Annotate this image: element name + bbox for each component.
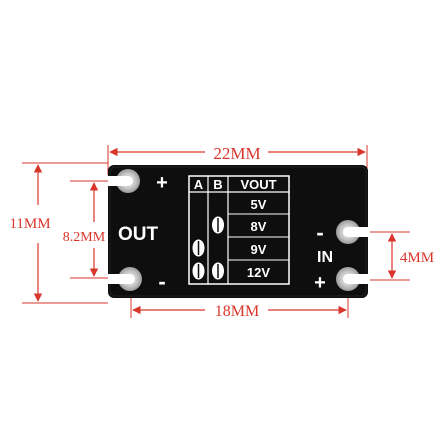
dimension-pad-spacing-left: 8.2MM [63,230,106,245]
out-label: OUT [118,224,159,245]
pad-in-plus [336,267,370,291]
dimension-left-outer: 11MM [9,162,108,304]
dimension-height-left: 11MM [9,216,50,232]
table-vout-row-3: 9V [251,242,267,257]
pad-in-minus [336,220,370,244]
in-plus-sign: + [314,272,326,294]
in-minus-sign: - [316,220,323,245]
voltage-table: A B VOUT 5V 8V 9V 12V [188,175,290,285]
dimension-width-top: 22MM [213,144,260,163]
jumper-b-row-1 [212,194,224,212]
out-minus-sign: - [158,269,165,294]
pcb-board: + - OUT - IN + A B VOUT 5V 8V 9V 12V [108,165,370,298]
in-label: IN [317,249,333,266]
dimension-left-inner: 8.2MM [63,180,122,279]
pad-out-plus [108,169,140,193]
jumper-a-row-1 [192,194,205,212]
out-plus-sign: + [156,172,168,194]
table-vout-row-4: 12V [247,265,270,280]
table-header-vout: VOUT [240,177,276,192]
jumper-b-row-3 [212,239,224,257]
table-vout-row-2: 8V [251,219,267,234]
table-header-a: A [194,177,204,192]
dimension-pad-spacing-right: 4MM [400,250,434,266]
pad-out-minus [108,267,142,291]
table-vout-row-1: 5V [251,197,267,212]
dimension-top: 22MM [107,144,368,175]
jumper-a-row-2 [192,216,205,234]
dimension-width-bottom: 18MM [215,303,259,320]
table-header-b: B [213,177,222,192]
